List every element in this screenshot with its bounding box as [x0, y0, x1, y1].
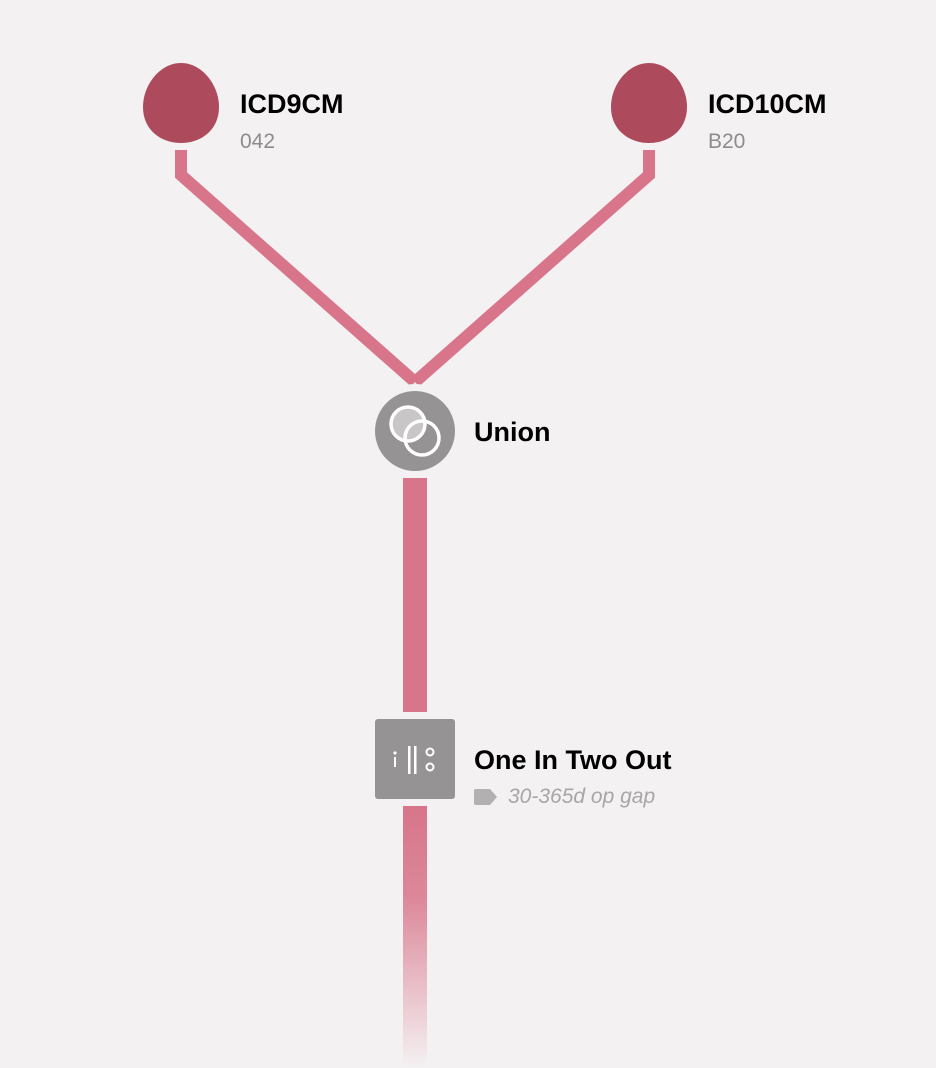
edge-icd10cm-to-union	[411, 150, 655, 387]
union-circles-icon	[389, 405, 441, 457]
tag-label: 30-365d op gap	[508, 785, 656, 808]
one-in-two-out-icon	[393, 746, 435, 774]
node-title: ICD9CM	[240, 89, 344, 119]
node-title: ICD10CM	[708, 89, 827, 119]
drop-icon	[143, 63, 219, 143]
icd10cm-label: ICD10CM B20	[708, 89, 827, 153]
tag-row: 30-365d op gap	[474, 786, 671, 807]
tag-icon	[474, 788, 497, 805]
edge-icd9cm-to-union	[175, 150, 419, 387]
icd9cm-label: ICD9CM 042	[240, 89, 344, 153]
icd9cm-node[interactable]	[143, 63, 219, 143]
drop-icon	[611, 63, 687, 143]
edge-filter-out	[403, 806, 427, 1068]
union-label: Union	[474, 419, 550, 446]
node-code: B20	[708, 130, 746, 153]
icd10cm-node[interactable]	[611, 63, 687, 143]
node-title: One In Two Out	[474, 745, 672, 775]
edge-union-to-filter	[403, 478, 427, 712]
node-title: Union	[474, 417, 551, 447]
one-in-two-out-label: One In Two Out 30-365d op gap	[474, 747, 671, 807]
one-in-two-out-node[interactable]	[369, 713, 461, 805]
node-code: 042	[240, 130, 276, 153]
union-node[interactable]	[368, 384, 462, 478]
